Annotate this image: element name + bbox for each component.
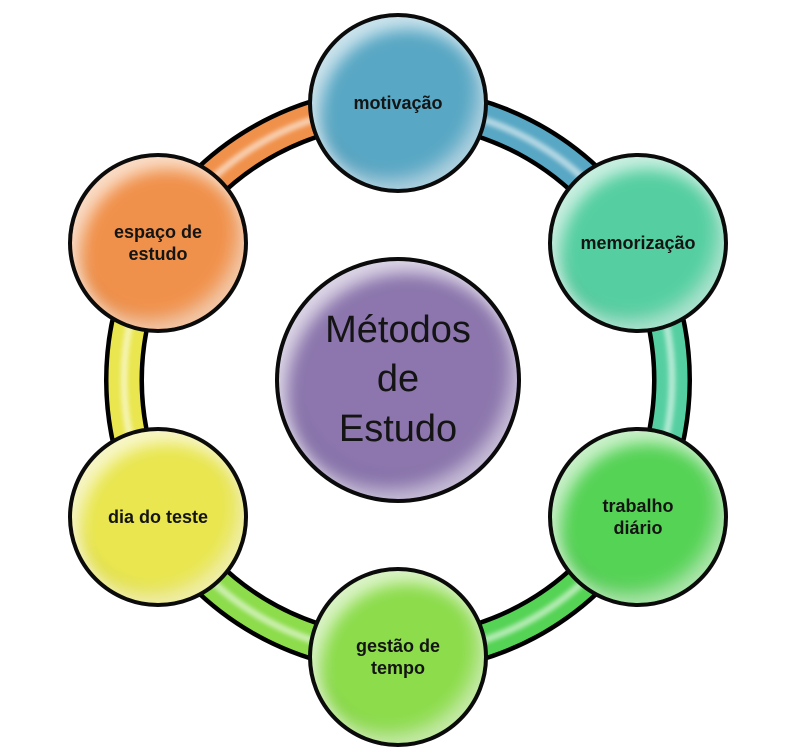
node-trabalho-diario: trabalho diário	[548, 427, 728, 607]
node-espaco-de-estudo: espaço de estudo	[68, 153, 248, 333]
arc-sheen	[394, 513, 639, 658]
arc-sheen	[157, 513, 402, 658]
node-motivacao: motivação	[308, 13, 488, 193]
arc-sheens	[120, 102, 676, 658]
node-label: dia do teste	[107, 506, 209, 527]
node-metodos-de-estudo: Métodos de Estudo	[275, 257, 521, 503]
arc-sheen	[394, 102, 639, 247]
node-label: trabalho diário	[602, 495, 674, 539]
node-dia-do-teste: dia do teste	[68, 427, 248, 607]
node-label: espaço de estudo	[113, 221, 203, 265]
node-label: memorização	[580, 232, 696, 253]
arc-sheen	[120, 239, 165, 521]
node-label: gestão de tempo	[355, 635, 441, 679]
diagram-title: Métodos de Estudo	[325, 308, 471, 450]
node-label: motivação	[353, 92, 443, 113]
arc-sheen	[157, 102, 402, 247]
node-memorizacao: memorização	[548, 153, 728, 333]
node-gestao-de-tempo: gestão de tempo	[308, 567, 488, 747]
arc-sheen	[631, 239, 676, 521]
